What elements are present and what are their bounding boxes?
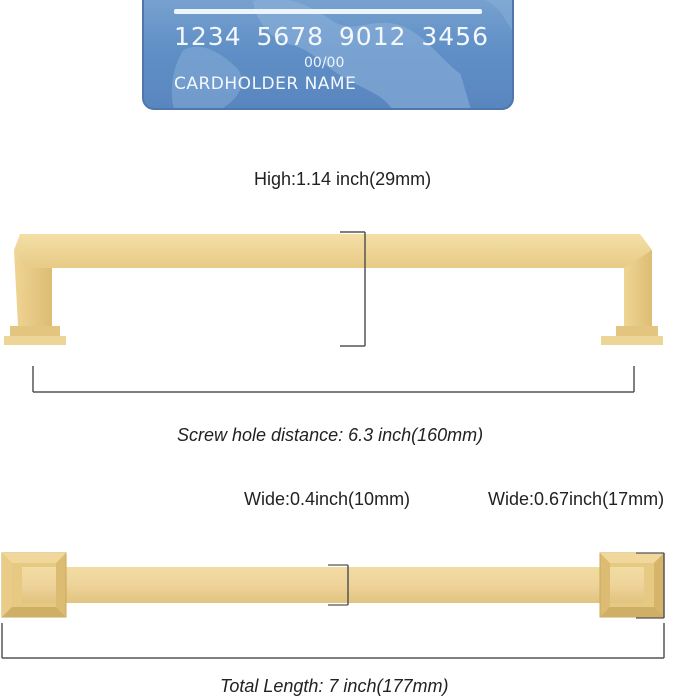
card-number-group: 3456 (421, 22, 489, 51)
card-number-group: 5678 (256, 22, 325, 51)
credit-card-illustration: 1234 5678 9012 3456 00/00 CARDHOLDER NAM… (142, 0, 514, 110)
screw-hole-bracket (32, 366, 635, 393)
height-label: High:1.14 inch(29mm) (254, 169, 432, 189)
card-stripe (174, 9, 482, 14)
base-width-label: Wide:0.67inch(17mm) (488, 489, 665, 509)
bar-width-label: Wide:0.4inch(10mm) (244, 489, 411, 509)
card-number-group: 1234 (174, 22, 242, 51)
card-expiry: 00/00 (304, 55, 345, 71)
card-number: 1234 5678 9012 3456 (174, 22, 489, 51)
handle-side-view (4, 231, 663, 347)
world-map-graphic (171, 0, 512, 108)
handle-top-view (1, 552, 665, 659)
card-holder-name: CARDHOLDER NAME (174, 74, 357, 94)
screw-hole-label: Screw hole distance: 6.3 inch(160mm) (177, 425, 484, 445)
total-length-label: Total Length: 7 inch(177mm) (220, 676, 449, 696)
card-number-group: 9012 (338, 22, 407, 51)
